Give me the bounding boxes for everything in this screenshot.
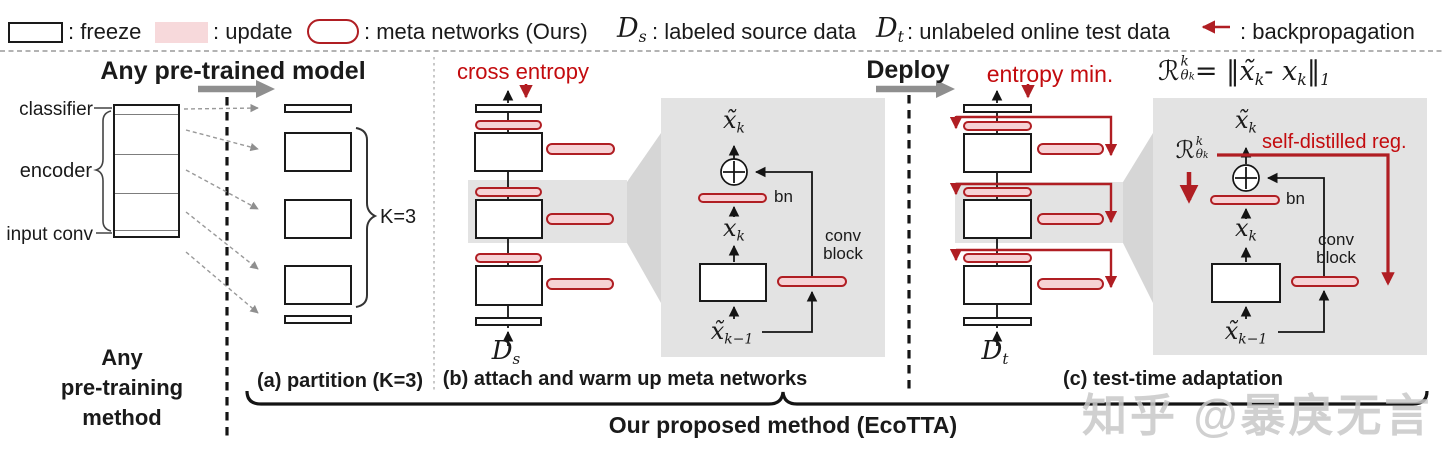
c-meta-pill-1 [1037, 143, 1104, 155]
b-detail-conv-pill [777, 276, 847, 287]
entropy-min-label: entropy min. [986, 61, 1114, 87]
c-in-symbol: x̃k−1 [1224, 317, 1268, 348]
b-out-symbol: x̃k [723, 106, 745, 137]
label-input-conv: input conv [6, 224, 93, 245]
c-bn-pill-3 [963, 253, 1032, 263]
c-block-3 [963, 265, 1032, 305]
b-meta-pill-2 [546, 213, 614, 225]
c-conv-label-2: block [1316, 248, 1356, 267]
self-distilled-label: self-distilled reg. [1262, 131, 1407, 153]
c-feat-symbol: xk [1235, 214, 1257, 245]
proposed-method-caption: Our proposed method (EcoTTA) [608, 412, 958, 438]
c-meta-pill-3 [1037, 278, 1104, 290]
b-feat-symbol: xk [723, 214, 745, 245]
c-block-2 [963, 199, 1032, 239]
b-conv-label-1: conv [825, 226, 861, 245]
legend-backprop-label: : backpropagation [1240, 19, 1415, 44]
partition-mapping-arrows [183, 103, 259, 314]
caption-c: (c) test-time adaptation [1062, 368, 1284, 390]
legend-update-swatch [155, 22, 208, 43]
legend-meta-label: : meta networks (Ours) [364, 19, 588, 44]
cross-entropy-label: cross entropy [456, 59, 590, 84]
c-out-symbol: x̃k [1235, 106, 1257, 137]
model-divider [115, 230, 178, 231]
caption-b: (b) attach and warm up meta networks [442, 368, 808, 390]
legend-ds-label: : labeled source data [652, 19, 857, 44]
b-conv-label-2: block [823, 244, 863, 263]
pretraining-line2: pre-training [60, 375, 184, 400]
b-input-rect [475, 317, 542, 326]
model-divider [115, 114, 178, 115]
caption-a: (a) partition (K=3) [256, 370, 424, 392]
partition-input-rect [284, 315, 352, 324]
b-bn-pill-3 [475, 253, 542, 263]
legend-dt-label: : unlabeled online test data [907, 19, 1170, 44]
formula-sup: k [1180, 53, 1189, 70]
b-block-1 [474, 132, 543, 172]
legend-freeze-swatch [8, 22, 63, 43]
c-bn-label: bn [1286, 189, 1305, 208]
pretraining-line3: method [82, 405, 162, 430]
watermark: 知乎 @暴戾无言 [1082, 390, 1433, 441]
pretraining-line1: Any [101, 345, 143, 370]
legend-freeze-label: : freeze [68, 19, 142, 44]
partition-block-1 [284, 132, 352, 172]
b-meta-pill-3 [546, 278, 614, 290]
pretrained-model-box [113, 104, 180, 238]
c-classifier-rect [963, 104, 1032, 113]
b-bn-pill-2 [475, 187, 542, 197]
b-bn-pill-1 [475, 120, 542, 130]
c-meta-pill-2 [1037, 213, 1104, 225]
partition-classifier-rect [284, 104, 352, 113]
c-detail-bn-pill [1210, 195, 1280, 205]
b-meta-pill-1 [546, 143, 615, 155]
legend-dt-symbol: Dt [876, 13, 904, 47]
formula-sub: θk [1180, 67, 1195, 84]
k3-label: K=3 [380, 206, 417, 228]
b-classifier-rect [475, 104, 542, 113]
legend-ds-symbol: Ds [617, 13, 647, 47]
deploy-label: Deploy [866, 56, 950, 84]
b-source-symbol: Ds [491, 336, 521, 368]
b-detail-conv-box [699, 263, 767, 302]
b-detail-bn-pill [698, 193, 767, 203]
c-test-symbol: Dt [981, 336, 1009, 368]
c-conv-label-1: conv [1318, 230, 1354, 249]
b-block-2 [475, 199, 543, 239]
b-in-symbol: x̃k−1 [710, 317, 754, 348]
model-divider [115, 154, 178, 155]
c-block-1 [963, 133, 1032, 173]
label-encoder: encoder [19, 160, 92, 182]
c-detail-conv-pill [1291, 276, 1359, 287]
c-bn-pill-2 [963, 187, 1032, 197]
c-detail-conv-box [1211, 263, 1281, 303]
b-loss-arrows [519, 84, 1035, 99]
partition-block-3 [284, 265, 352, 305]
c-input-rect [963, 317, 1032, 326]
b-bn-label: bn [774, 187, 793, 206]
partition-block-2 [284, 199, 352, 239]
pretrained-title: Any pre-trained model [100, 57, 366, 85]
k3-brace [355, 127, 378, 308]
b-block-3 [475, 265, 543, 306]
c-bn-pill-1 [963, 121, 1032, 131]
legend-update-label: : update [213, 19, 293, 44]
label-classifier: classifier [19, 99, 93, 120]
legend-meta-swatch [307, 19, 359, 44]
model-divider [115, 193, 178, 194]
encoder-bracket [93, 107, 112, 234]
